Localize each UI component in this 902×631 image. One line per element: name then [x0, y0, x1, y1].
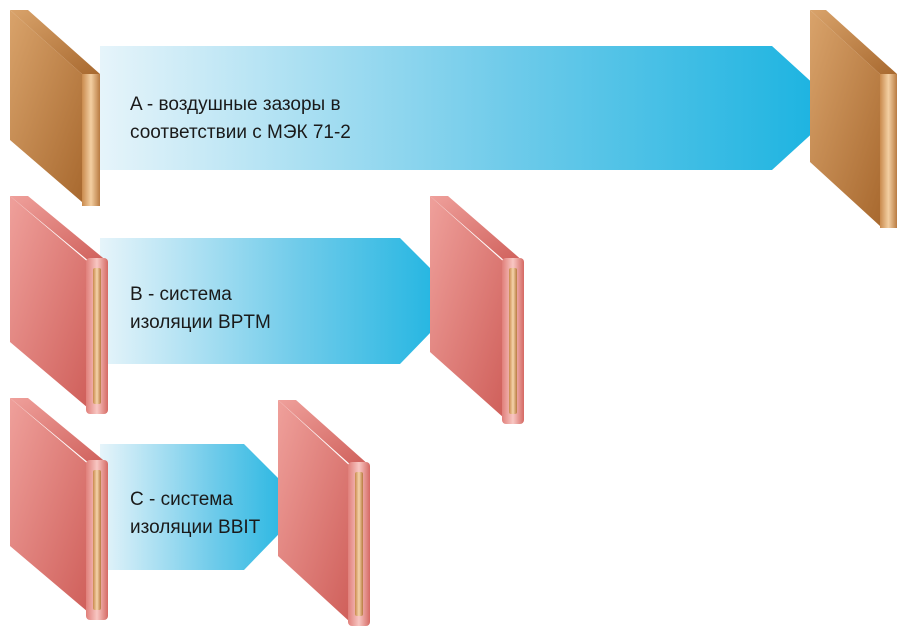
copper-plate-right-a — [810, 10, 897, 228]
label-c-line1: C - система — [130, 489, 233, 510]
arrow-a — [100, 46, 840, 170]
copper-plate-left-a — [10, 10, 100, 206]
label-b-line1: B - система — [130, 284, 232, 305]
row-c — [10, 398, 370, 626]
label-a-line1: A - воздушные зазоры в — [130, 94, 341, 115]
arrow-c — [100, 444, 306, 570]
label-b-line2: изоляции BPTM — [130, 312, 271, 333]
label-c-line2: изоляции BBIT — [130, 517, 261, 538]
label-a: A - воздушные зазоры в соответствии с МЭ… — [130, 91, 351, 147]
label-b: B - система изоляции BPTM — [130, 281, 271, 337]
conductor-right-c — [278, 400, 370, 626]
row-b — [10, 196, 524, 424]
label-a-line2: соответствии с МЭК 71-2 — [130, 122, 351, 143]
label-c: C - система изоляции BBIT — [130, 486, 260, 542]
conductor-right-b — [430, 196, 524, 424]
row-a — [10, 10, 897, 228]
arrow-b — [100, 238, 462, 364]
conductor-left-c — [10, 398, 108, 620]
conductor-left-b — [10, 196, 108, 414]
